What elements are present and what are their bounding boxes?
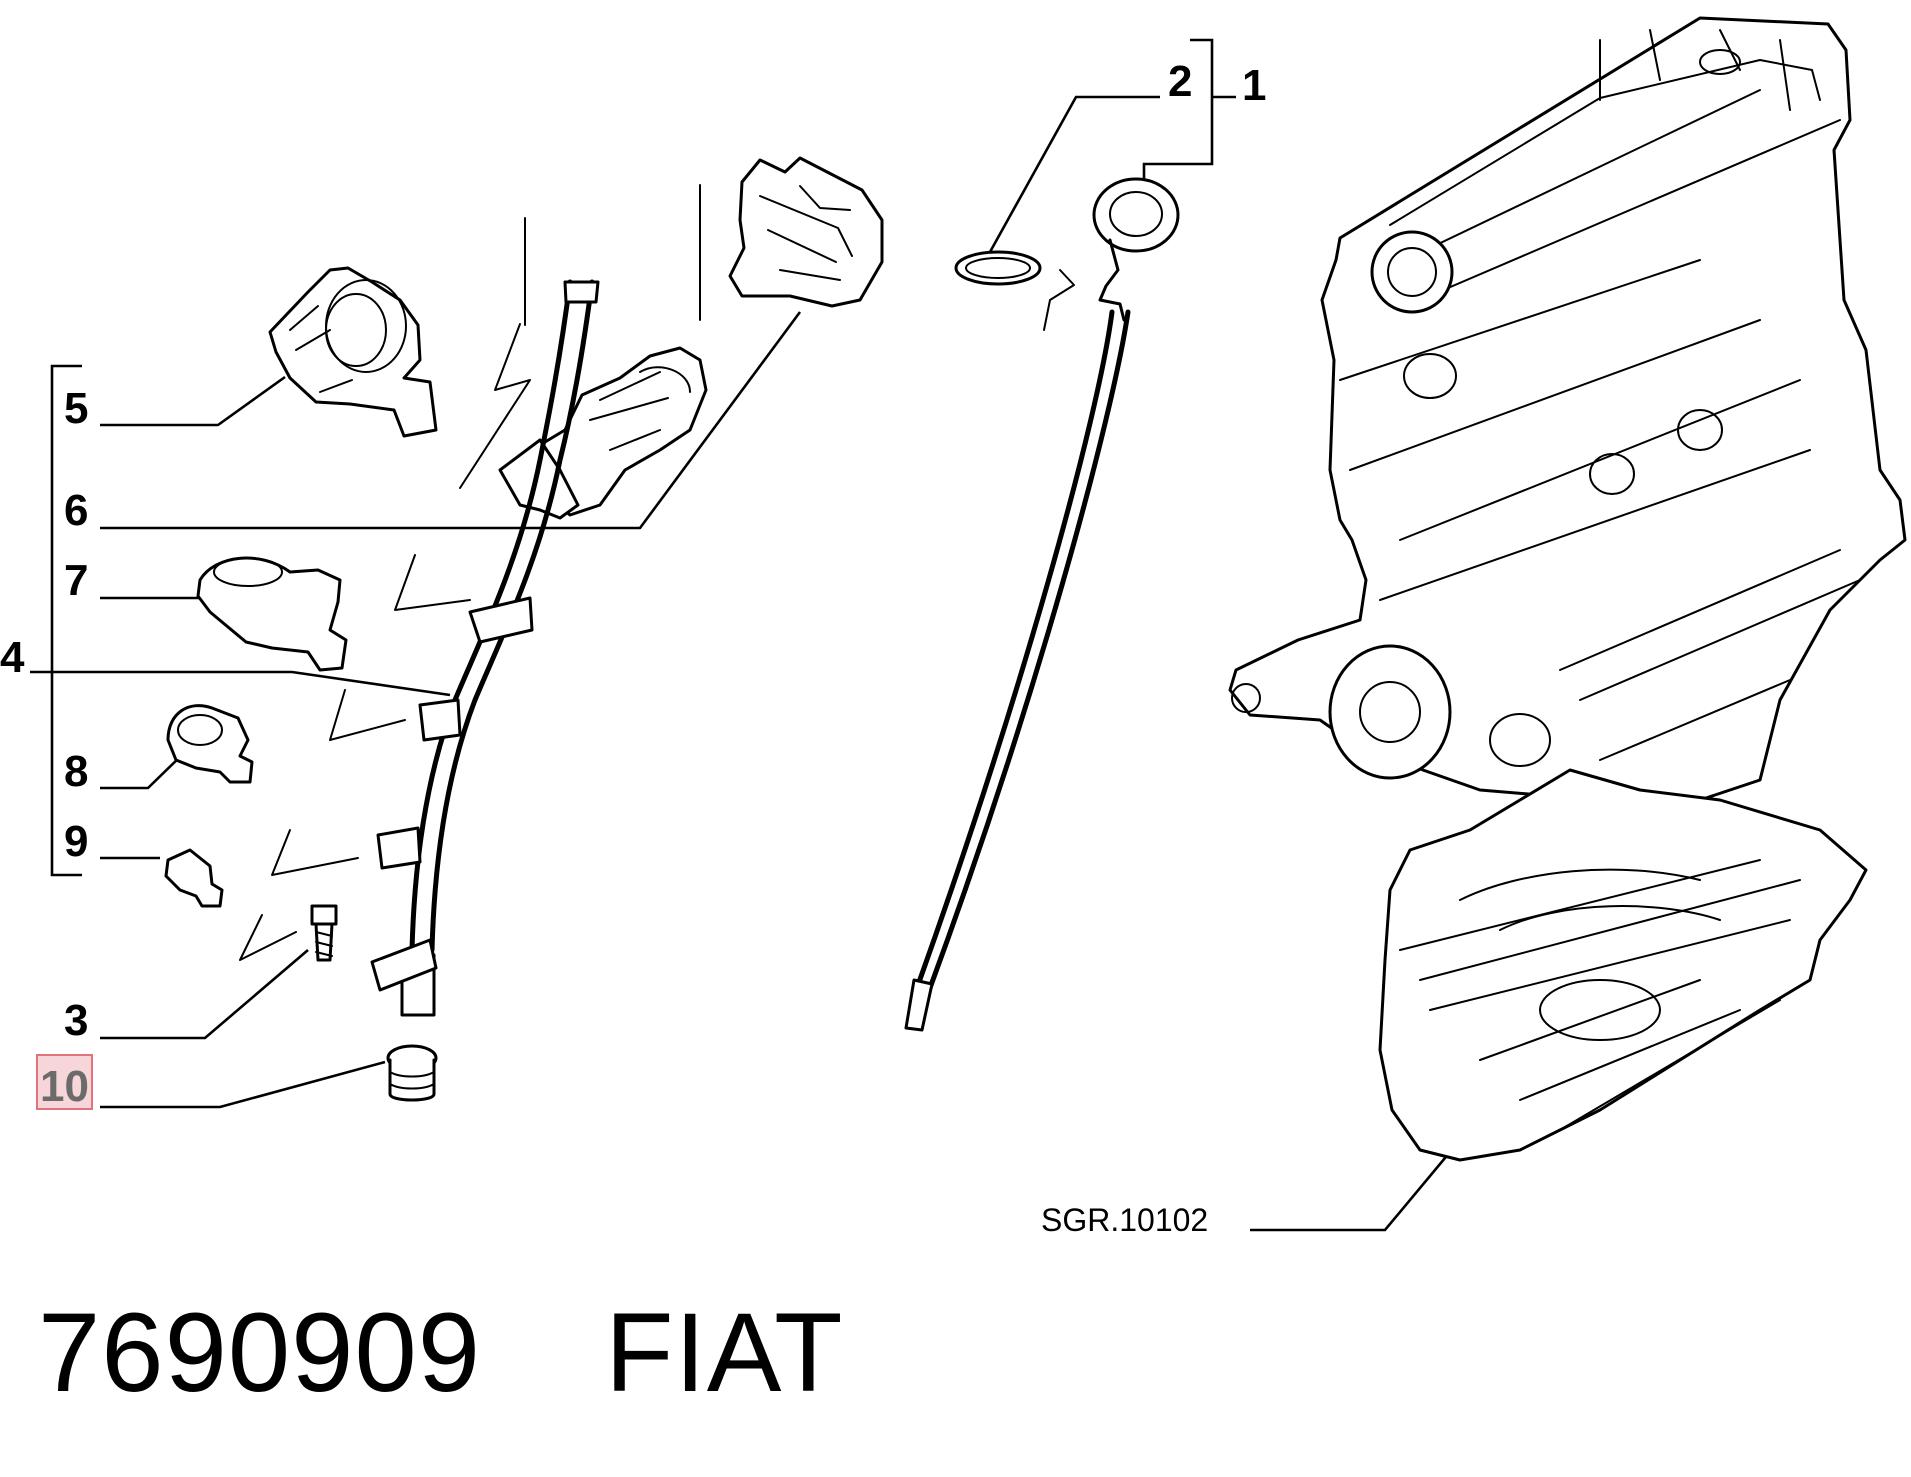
callout-5: 5	[64, 384, 88, 433]
callout-1: 1	[1242, 61, 1266, 110]
callout-9: 9	[64, 817, 88, 866]
leader-reference	[1250, 1151, 1451, 1232]
part-8-clip	[166, 704, 254, 784]
callout-10-highlight[interactable]	[36, 1054, 93, 1110]
part-5-clamp	[268, 266, 438, 438]
bracket-group-4	[50, 364, 82, 877]
part-7-clamp	[196, 556, 348, 672]
leader-6	[100, 311, 802, 530]
leader-lines	[30, 38, 1451, 1232]
callout-3: 3	[64, 996, 88, 1045]
callout-6: 6	[64, 486, 88, 535]
callout-2: 2	[1168, 57, 1192, 106]
callout-10[interactable]: 10	[40, 1062, 89, 1111]
part-number: 7690909	[38, 1290, 482, 1415]
oil-pan	[1378, 768, 1868, 1162]
reference-label: SGR.10102	[1041, 1202, 1208, 1238]
callout-8: 8	[64, 747, 88, 796]
part-3-bolt	[310, 904, 338, 962]
part-2-oring	[954, 250, 1042, 286]
part-6-support	[498, 156, 884, 520]
part-1-dipstick	[904, 177, 1180, 1032]
part-4-tube	[239, 184, 701, 1017]
part-10-grommet	[386, 1044, 438, 1102]
leader-2	[988, 95, 1160, 253]
bracket-group-1	[1142, 38, 1214, 185]
engine-block	[1228, 16, 1907, 802]
part-9-clip	[164, 848, 224, 908]
callout-7: 7	[64, 556, 88, 605]
leader-5	[100, 375, 286, 427]
footer: 7690909 FIAT	[38, 1288, 844, 1417]
leader-10	[100, 1060, 386, 1109]
callout-4: 4	[0, 633, 25, 682]
brand-name: FIAT	[605, 1290, 844, 1415]
leader-8	[100, 751, 186, 790]
leader-3	[100, 949, 309, 1040]
